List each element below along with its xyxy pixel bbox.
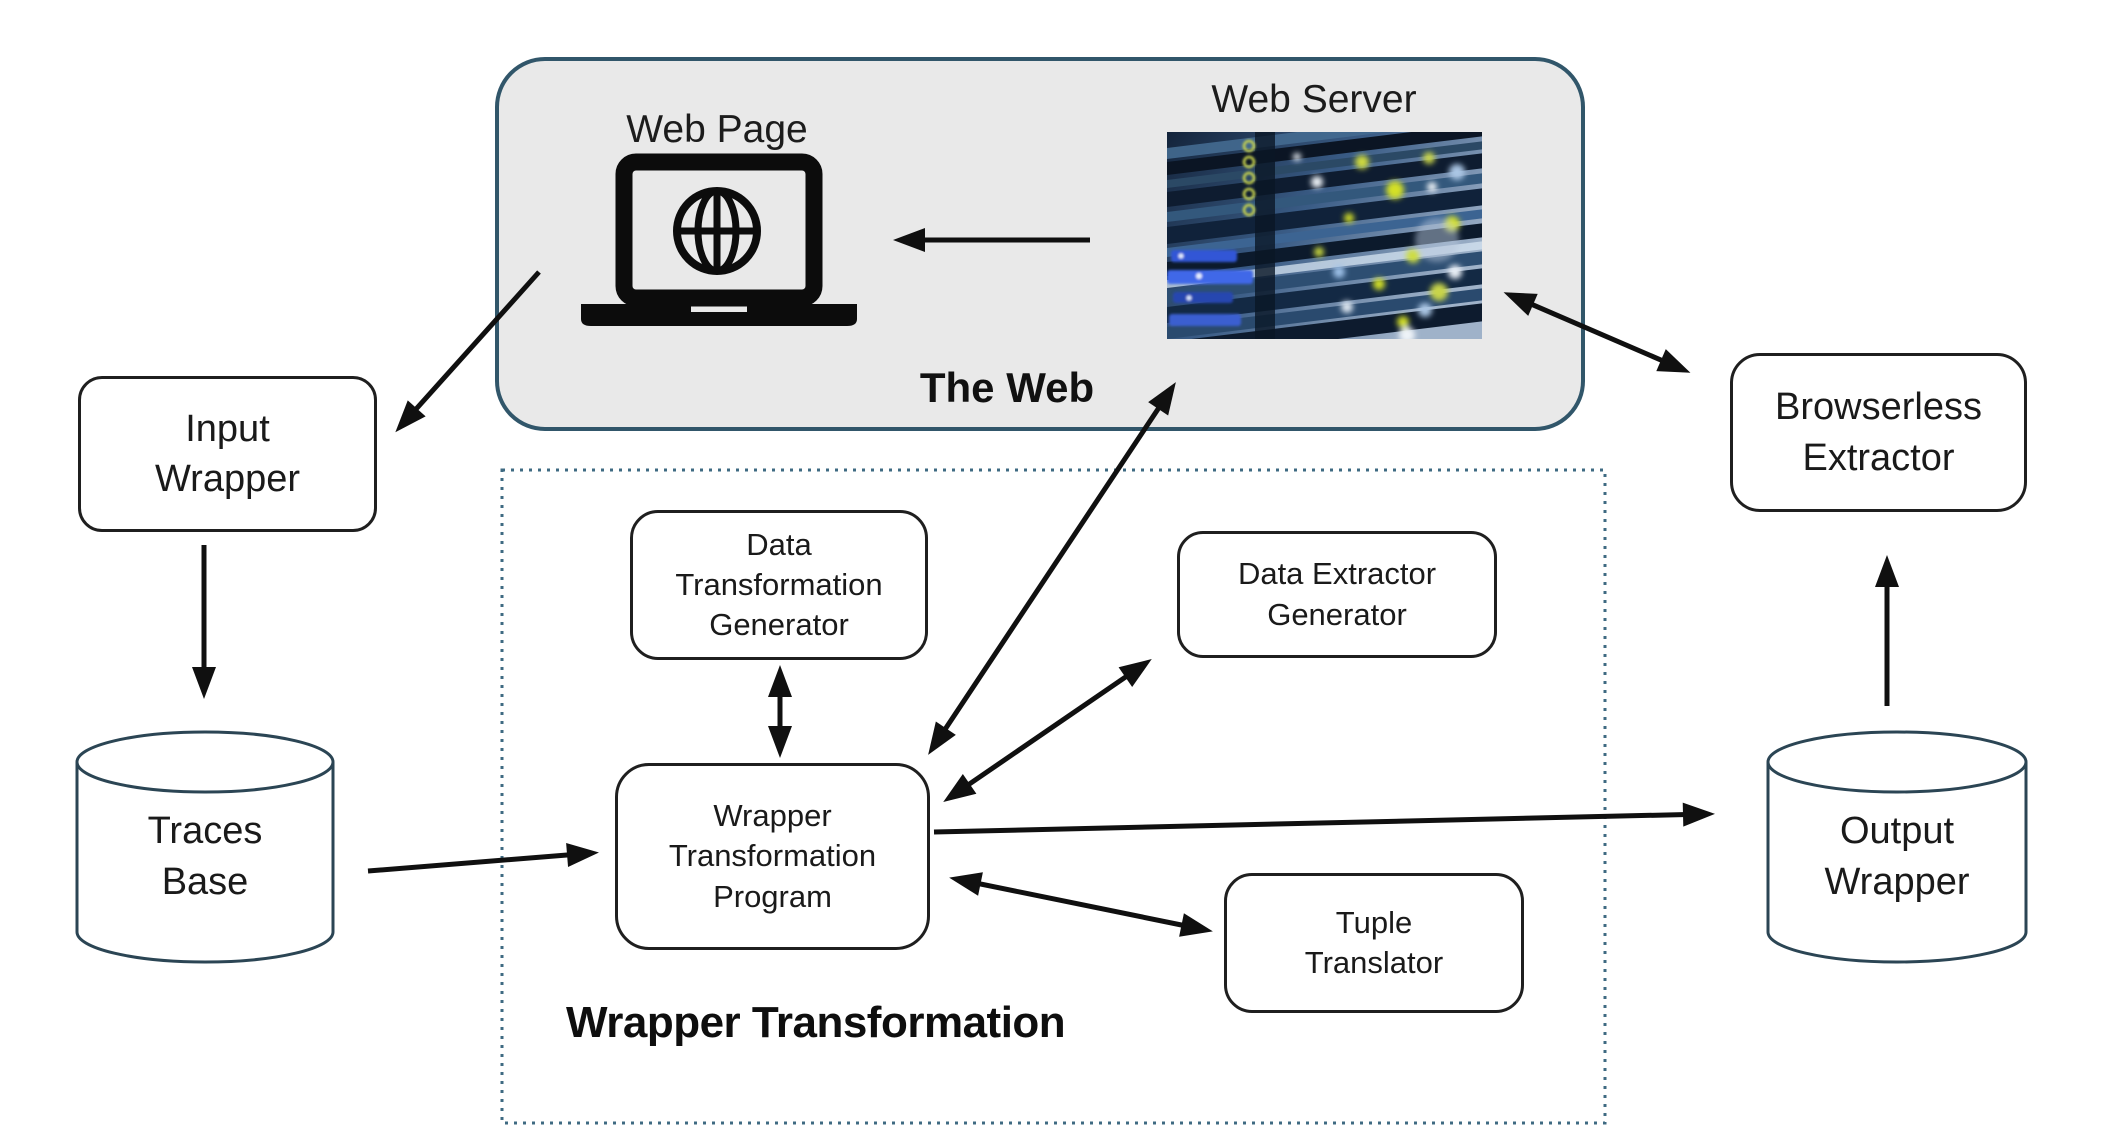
output-wrapper-label: Output Wrapper — [1824, 810, 1970, 904]
node-browserless-extractor: Browserless Extractor — [1730, 353, 2027, 512]
edge-wtp-output-wrapper — [933, 802, 1715, 835]
the-web-title: The Web — [919, 364, 1095, 411]
web-page-label: Web Page — [626, 108, 808, 151]
wrapper-transformation-program-label: Wrapper Transformation Program — [668, 798, 877, 914]
node-data-extractor-generator: Data Extractor Generator — [1177, 531, 1497, 658]
browserless-extractor-label: Browserless Extractor — [1775, 386, 1982, 479]
node-data-transformation-generator: Data Transformation Generator — [630, 510, 928, 660]
the-web-container: Web Page Web Server — [495, 57, 1585, 431]
edge-traces-base-to-wtp — [367, 843, 599, 874]
traces-base-label: Traces Base — [147, 810, 263, 904]
input-wrapper-label: Input Wrapper — [154, 407, 301, 500]
node-wrapper-transformation-program: Wrapper Transformation Program — [615, 763, 930, 950]
tuple-translator-label: Tuple Translator — [1304, 904, 1444, 980]
edge-wtp-deg — [943, 659, 1152, 802]
edge-wtp-web-server — [928, 382, 1176, 755]
server-rack-photo — [1167, 132, 1482, 339]
edge-wtp-tuple-translator — [949, 872, 1213, 937]
wrapper-transformation-group-label: Wrapper Transformation — [566, 998, 1066, 1047]
node-input-wrapper: Input Wrapper — [78, 376, 377, 532]
laptop-globe-icon — [581, 153, 857, 326]
data-extractor-generator-label: Data Extractor Generator — [1237, 556, 1437, 632]
web-server-label: Web Server — [1211, 78, 1417, 121]
node-tuple-translator: Tuple Translator — [1224, 873, 1524, 1013]
data-transformation-generator-label: Data Transformation Generator — [675, 526, 883, 643]
